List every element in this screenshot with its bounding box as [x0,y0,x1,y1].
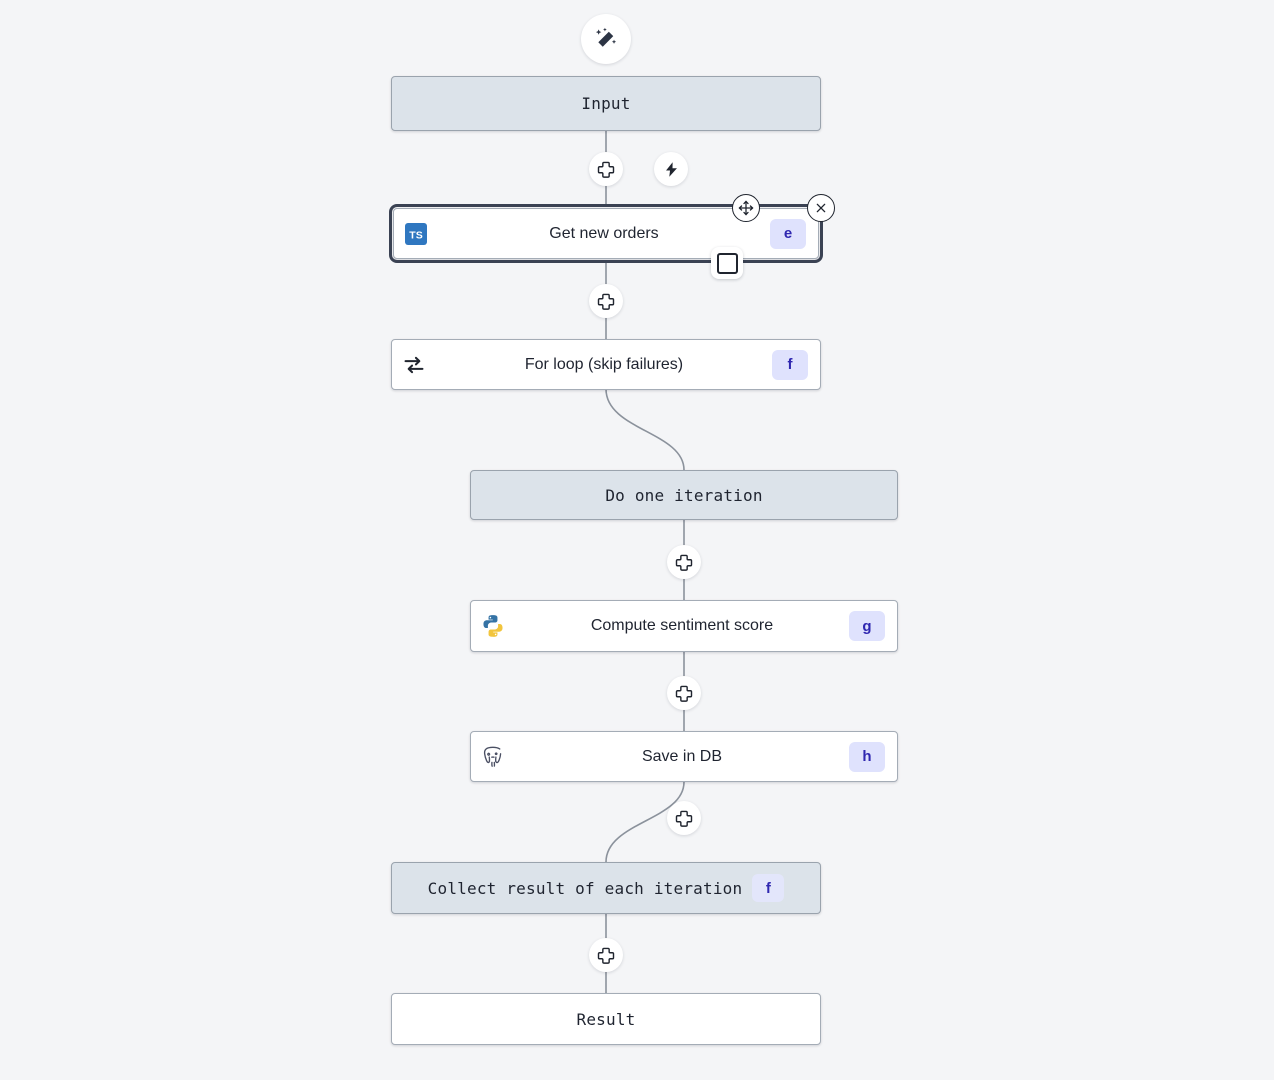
resize-handle[interactable] [711,247,743,279]
add-step-button-after-input[interactable] [589,152,623,186]
selection-frame [389,204,823,263]
loop-icon [392,340,436,389]
node-do-one-iteration[interactable]: Do one iteration [470,470,898,520]
node-do-one-iteration-label: Do one iteration [605,485,763,505]
node-save-in-db-badge: h [849,741,885,772]
add-step-button-after-collect-result[interactable] [589,938,623,972]
move-arrows-icon [738,200,754,216]
node-get-new-orders-badge: e [770,218,806,249]
svg-text:TS: TS [409,229,422,241]
add-step-button-after-compute-sentiment[interactable] [667,676,701,710]
node-get-new-orders-label: Get new orders [549,224,659,242]
close-icon [816,203,826,213]
plus-icon [597,293,615,310]
node-compute-sentiment-score-badge: g [849,611,885,641]
node-for-loop-label: For loop (skip failures) [524,355,684,373]
node-input[interactable]: Input [391,76,821,131]
edge-for-loop-to-do-one-iteration [605,388,685,471]
node-compute-sentiment-score[interactable]: Compute sentiment score g [470,600,898,652]
node-compute-sentiment-score-label: Compute sentiment score [590,617,774,634]
add-step-button-after-get-new-orders[interactable] [589,284,623,318]
plus-icon [597,947,615,964]
plus-icon [597,161,615,178]
add-step-button-after-save-in-db[interactable] [667,801,701,835]
node-input-label: Input [581,94,631,113]
node-collect-result-badge: f [752,874,785,902]
node-for-loop-badge: f [772,349,808,380]
node-collect-result-label: Collect result of each iteration [427,878,743,898]
node-collect-result[interactable]: Collect result of each iteration f [391,862,821,914]
node-get-new-orders[interactable]: TS Get new orders e [393,208,819,259]
node-for-loop[interactable]: For loop (skip failures) f [391,339,821,390]
move-handle[interactable] [732,194,760,222]
magic-wand-icon [595,27,617,47]
trigger-bolt-button[interactable] [654,152,688,186]
close-handle[interactable] [807,194,835,222]
square-icon [716,252,738,274]
python-icon [471,601,515,651]
lightning-bolt-icon [665,161,677,177]
node-save-in-db[interactable]: Save in DB h [470,731,898,782]
plus-icon [675,554,693,571]
node-result[interactable]: Result [391,993,821,1045]
add-step-button-after-do-one-iteration[interactable] [667,545,701,579]
ai-magic-wand-button[interactable] [581,14,631,64]
plus-icon [675,810,693,827]
node-result-label: Result [576,1009,636,1029]
typescript-icon: TS [394,209,438,258]
plus-icon [675,685,693,702]
node-save-in-db-label: Save in DB [641,747,723,765]
postgres-icon [471,732,515,781]
